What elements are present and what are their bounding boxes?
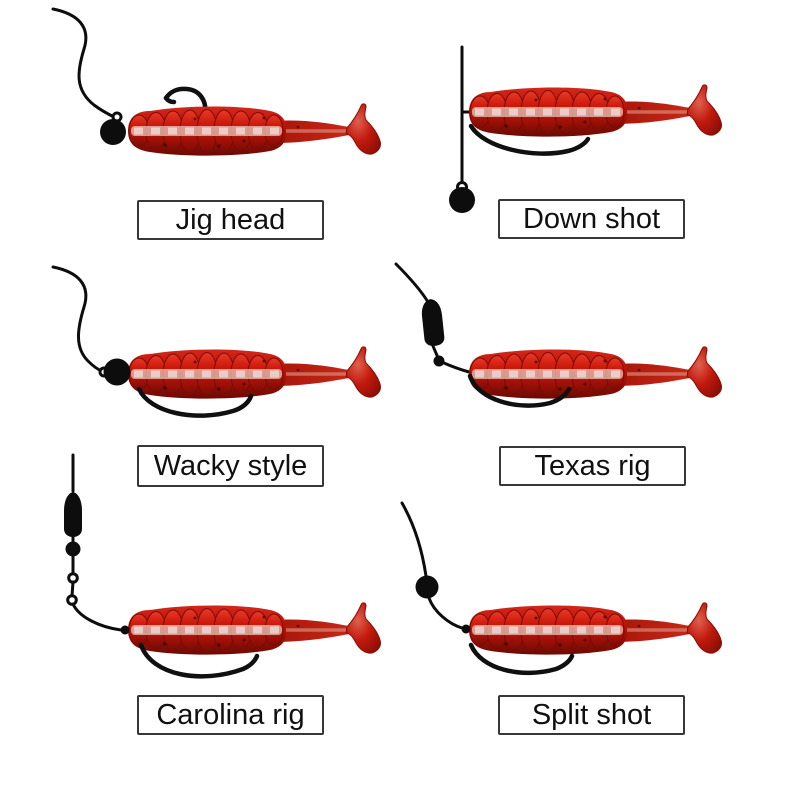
rig-label-wacky-style: Wacky style	[137, 445, 324, 487]
hook-icon	[163, 86, 208, 117]
bullet-weight-icon	[64, 492, 82, 537]
fishing-line-icon	[51, 265, 104, 373]
hook-icon	[468, 642, 575, 676]
hook-point-icon	[163, 95, 177, 105]
rig-label-text: Texas rig	[534, 449, 651, 482]
rig-label-text: Split shot	[531, 698, 652, 731]
fishing-line-icon	[442, 361, 471, 374]
hook-icon	[136, 386, 254, 418]
paddle-tail-lure-icon	[128, 603, 381, 655]
wacky-style-rig-illustration	[51, 265, 381, 418]
line-tie-bead-icon	[461, 624, 471, 634]
rig-label-carolina-rig: Carolina rig	[137, 695, 324, 735]
rig-label-split-shot: Split shot	[498, 695, 685, 735]
paddle-tail-lure-icon	[469, 603, 722, 655]
bead-icon	[433, 355, 445, 367]
rig-label-down-shot: Down shot	[498, 199, 685, 239]
rig-label-text: Down shot	[522, 202, 660, 235]
split-shot-rig-illustration	[400, 501, 722, 676]
hook-icon	[467, 373, 572, 408]
fishing-line-icon	[400, 501, 428, 578]
down-shot-rig-illustration	[449, 45, 722, 213]
round-jig-head-weight-icon	[100, 119, 126, 145]
hook-icon	[468, 123, 591, 156]
paddle-tail-lure-icon	[469, 347, 722, 399]
round-drop-weight-icon	[449, 187, 475, 213]
rig-label-text: Wacky style	[153, 449, 308, 482]
rig-label-text: Jig head	[175, 203, 286, 236]
rig-label-jig-head: Jig head	[137, 200, 324, 240]
round-weight-icon	[103, 358, 131, 386]
jig-head-rig-illustration	[51, 7, 381, 156]
rig-label-text: Carolina rig	[156, 698, 305, 731]
bullet-weight-icon	[421, 299, 445, 346]
hook-icon	[138, 642, 260, 679]
texas-rig-illustration	[394, 262, 722, 408]
bead-icon	[65, 541, 81, 557]
swivel-barrel-icon	[70, 580, 75, 598]
split-shot-weight-icon	[415, 575, 439, 599]
fishing-line-icon	[71, 602, 123, 632]
paddle-tail-lure-icon	[128, 347, 381, 399]
fishing-line-icon	[394, 262, 430, 304]
line-tie-bead-icon	[120, 625, 130, 635]
rig-label-texas-rig: Texas rig	[499, 446, 686, 486]
fishing-line-icon	[427, 596, 464, 630]
paddle-tail-lure-icon	[469, 85, 722, 137]
fishing-line-icon	[51, 7, 116, 119]
paddle-tail-lure-icon	[128, 104, 381, 156]
carolina-rig-illustration	[64, 453, 381, 679]
